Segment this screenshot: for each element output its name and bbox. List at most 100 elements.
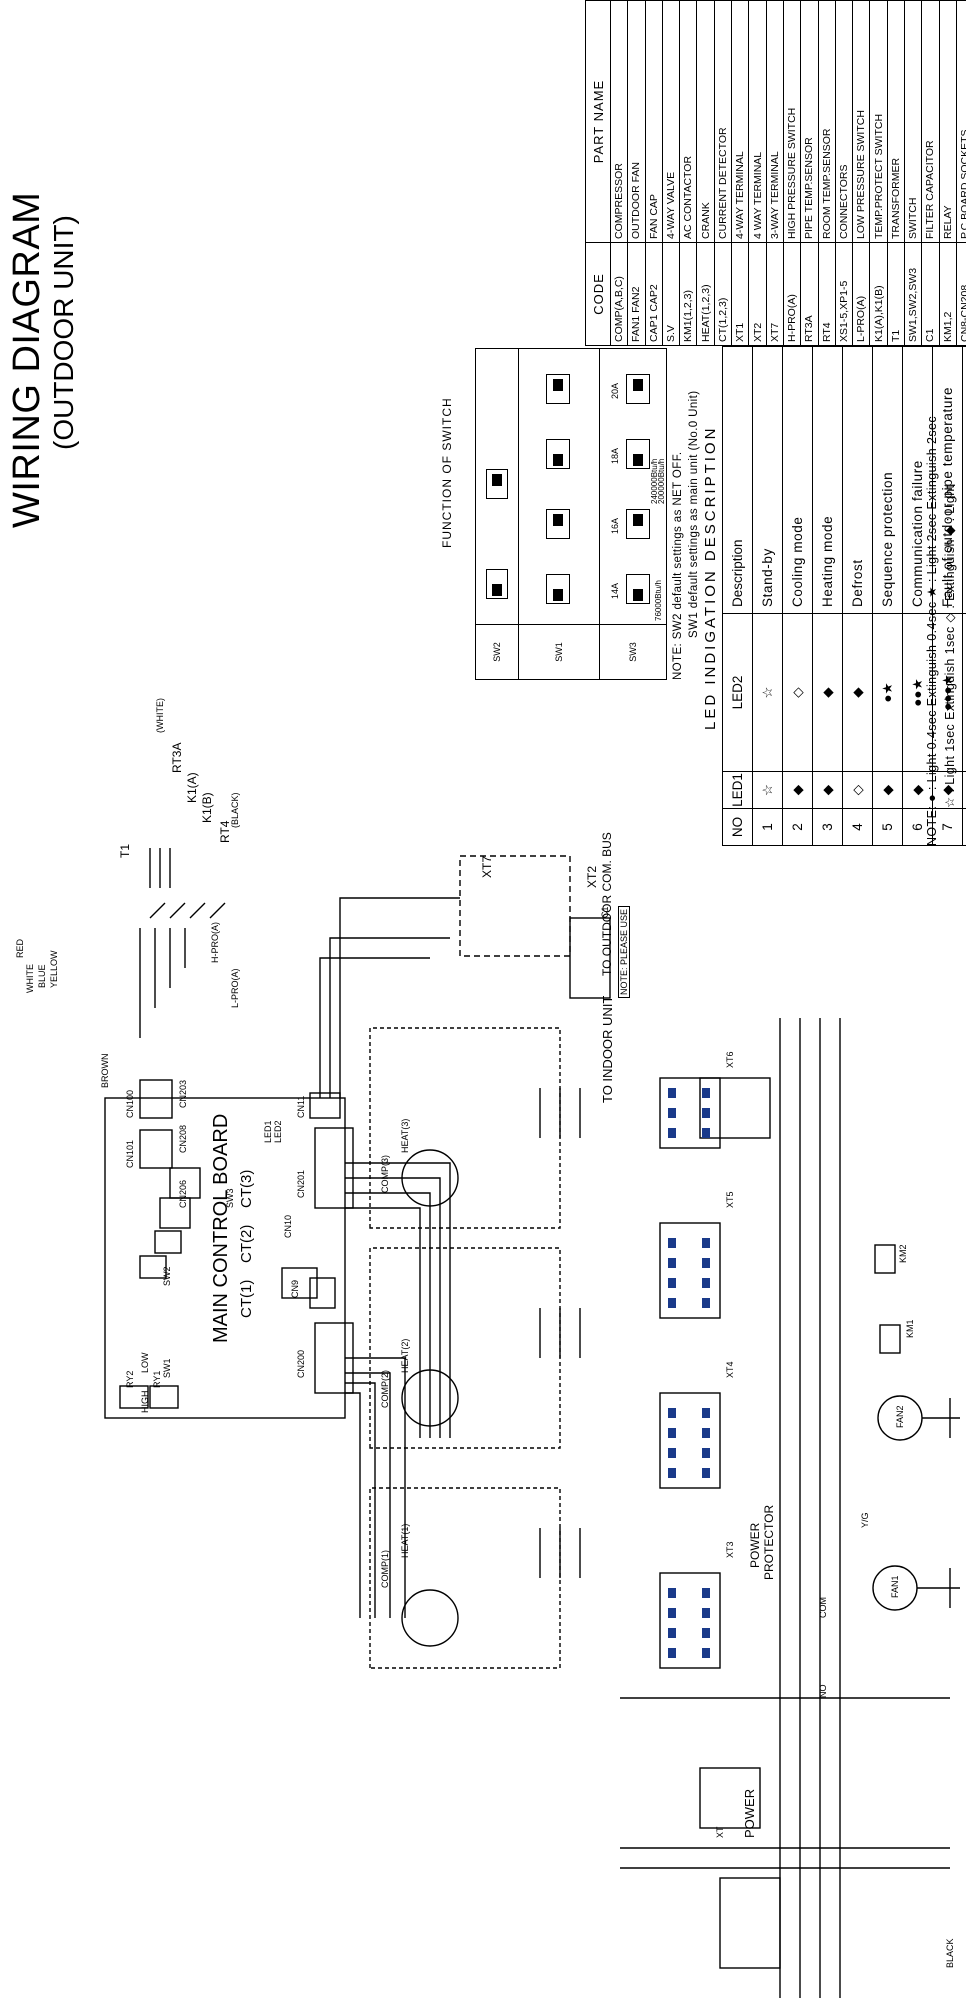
led-no-cell: 2: [782, 808, 813, 846]
led-desc-cell: Sequence protection: [872, 346, 903, 614]
parts-code-cell: COMP(A,B,C): [610, 242, 628, 346]
hpro-label: H-PRO(A): [210, 922, 220, 963]
parts-code-cell: H-PRO(A): [783, 242, 801, 346]
led1-cell: ◆: [872, 771, 903, 809]
parts-code-cell: RT4: [818, 242, 836, 346]
led-desc-text: Heating mode: [820, 515, 835, 607]
parts-code-cell: RT3A: [800, 242, 819, 346]
parts-code-cell: XT1: [731, 242, 749, 346]
parts-code-cell: CT(1,2,3): [714, 242, 732, 346]
led-row: 2◆◇Cooling mode: [782, 346, 813, 846]
led1-cell: ◆: [812, 771, 843, 809]
switch-label-sw1: SW1: [519, 624, 599, 679]
wire-brown-label: BROWN: [100, 1053, 110, 1089]
wire-red-label: RED: [15, 938, 25, 958]
led-section-title: LED INDIGATION DESCRIPTION: [702, 425, 719, 730]
parts-name-cell: OUTDOOR FAN: [627, 0, 646, 243]
com-label: COM: [818, 1597, 828, 1618]
led-desc-text: Stand-by: [760, 548, 775, 607]
to-indoor-label: TO INDOOR UNIT: [600, 995, 615, 1103]
parts-code-cell: XT7: [766, 242, 784, 346]
led2-cell: ●●●●★: [962, 613, 966, 772]
led-no-cell: 8: [962, 808, 966, 846]
t1-label: T1: [118, 843, 132, 858]
led-note-line2: ☆ : Light 1sec Extinguish 1sec ◇ : Extin…: [943, 484, 957, 808]
cn11-label: CN11: [296, 1095, 306, 1118]
wire-black-label: BLACK: [945, 1938, 955, 1968]
parts-header-code: CODE: [585, 242, 611, 346]
cn206-label: CN206: [178, 1179, 188, 1208]
led-no-cell: 4: [842, 808, 873, 846]
parts-code-cell: T1: [887, 242, 905, 346]
led-no-cell: 5: [872, 808, 903, 846]
switch-row-sw2: SW2: [476, 349, 519, 679]
note-use-label: NOTE: PLEASE USE: [618, 905, 630, 998]
wire-yg-label: Y/G: [860, 1512, 870, 1528]
switch-box-title: FUNCTION OF SWITCH: [440, 397, 454, 548]
xt5-label: XT5: [725, 1191, 735, 1208]
heat1-label: HEAT(1): [400, 1523, 410, 1558]
parts-name-cell: HIGH PRESSURE SWITCH: [783, 0, 801, 243]
km1-label: KM1: [905, 1319, 915, 1338]
led2-cell: ◇: [782, 613, 813, 772]
sw3-cap: 200000Btu/h: [657, 458, 666, 504]
diagram-title: WIRING DIAGRAM: [6, 191, 48, 528]
led2-board-label: LED2: [273, 1120, 283, 1143]
parts-code-cell: XT2: [748, 242, 767, 346]
led-desc-text: Cooling mode: [790, 516, 805, 607]
dip-switch: [626, 574, 650, 604]
black-wire-label: (BLACK): [230, 792, 240, 828]
sw3-label: 16A: [610, 517, 620, 534]
km2-label: KM2: [898, 1244, 908, 1263]
parts-row: KM1(1,2,3)AC CONTACTOR: [679, 0, 697, 346]
parts-name-cell: SWITCH: [904, 0, 922, 243]
parts-name-cell: CONNECTORS: [835, 0, 853, 243]
led-row: 1☆☆Stand-by: [752, 346, 783, 846]
parts-name-cell: 4-WAY TERMINAL: [731, 0, 749, 243]
wire-white-label: WHITE: [25, 964, 35, 993]
sw3-label: 18A: [610, 447, 620, 464]
led-row: 5◆●★Sequence protection: [872, 346, 903, 846]
led-desc-cell: Defrost: [842, 346, 873, 614]
comp3-label: COMP(3): [380, 1155, 390, 1193]
switch-label-sw3: SW3: [600, 624, 666, 679]
sw1-label: SW1: [162, 1358, 172, 1378]
xt-label: XT: [715, 1826, 725, 1838]
parts-code-cell: KM1(1,2,3): [679, 242, 697, 346]
ct1-label: CT(1): [238, 1279, 255, 1318]
wire-blue-label: BLUE: [37, 964, 47, 988]
parts-name-cell: RELAY: [939, 0, 957, 243]
sw3-label: 20A: [610, 382, 620, 399]
cn201-label: CN201: [296, 1169, 306, 1198]
heat3-label: HEAT(3): [400, 1118, 410, 1153]
parts-code-cell: FAN1 FAN2: [627, 242, 646, 346]
wire-yellow-label: YELLOW: [49, 950, 59, 988]
ct3-label: CT(3): [238, 1169, 255, 1208]
dip-switch: [546, 374, 570, 404]
parts-row: CT(1,2,3)CURRENT DETECTOR: [714, 0, 732, 346]
comp1-label: COMP(1): [380, 1550, 390, 1588]
led-desc-text: Sequence protection: [880, 471, 895, 607]
parts-code-cell: L-PRO(A): [852, 242, 870, 346]
led-desc-cell: Heating mode: [812, 346, 843, 614]
heat2-label: HEAT(2): [400, 1338, 410, 1373]
led-row: 4◇◆Defrost: [842, 346, 873, 846]
led1-board-label: LED1: [263, 1120, 273, 1143]
sw3-label: 14A: [610, 582, 620, 599]
parts-code-cell: C1: [921, 242, 940, 346]
led2-cell: ◆: [812, 613, 843, 772]
cn101-label: CN101: [125, 1139, 135, 1168]
dip-switch: [546, 439, 570, 469]
sw3-cap: 76000Btu/h: [654, 580, 663, 621]
main-board-outline: [104, 1097, 346, 1419]
xt7-label: XT7: [480, 855, 494, 878]
led2-cell: ◆: [842, 613, 873, 772]
